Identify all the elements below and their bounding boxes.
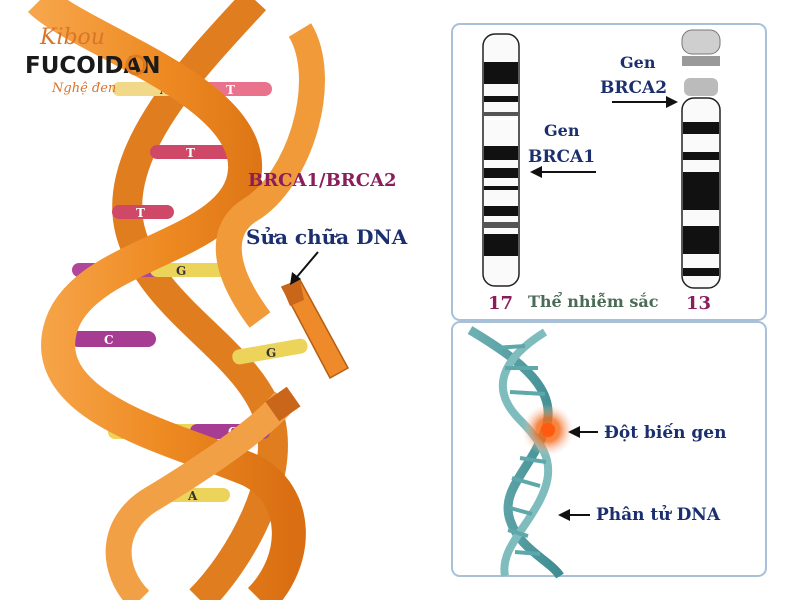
molecule-arrow	[558, 509, 590, 521]
base-label: A	[187, 489, 198, 503]
chromosome-17	[482, 33, 520, 287]
chromosome-17-number: 17	[488, 293, 513, 314]
repair-arrow	[290, 251, 319, 285]
brca-label: BRCA1/BRCA2	[248, 170, 397, 191]
brca2-label: BRCA2	[600, 78, 667, 98]
dna-molecule-label: Phân tử DNA	[596, 505, 721, 525]
dna-strand-upper	[215, 23, 325, 328]
base-pair-2: T	[150, 145, 238, 160]
strand-cut-end	[265, 386, 301, 422]
base-pair-5: C	[70, 331, 156, 347]
chromosome-13	[681, 29, 721, 289]
repair-label: Sửa chữa DNA	[246, 225, 408, 249]
logo: Kibou FUCOIDAN Nghệ đen	[25, 25, 161, 96]
mutation-arrow	[568, 426, 598, 438]
logo-tagline: Nghệ đen	[51, 81, 116, 96]
dna-helix: A T T T C G C	[27, 0, 350, 600]
brca1-arrow	[530, 166, 596, 178]
chromosome-13-number: 13	[686, 293, 711, 314]
base-label: G	[176, 264, 186, 278]
brca2-arrow	[612, 96, 678, 108]
dna-strand-back	[112, 0, 288, 600]
chromosome-panel: Gen BRCA1 Gen BRCA2 17 Thể nhiễm sắc 13	[451, 23, 767, 321]
base-label: C	[104, 333, 114, 347]
gene-label-brca1: Gen	[544, 121, 580, 140]
ribbon-icon	[125, 54, 147, 76]
base-label: T	[226, 83, 235, 97]
mutation-panel: Đột biến gen Phân tử DNA	[451, 321, 767, 579]
dna-strand-lower	[105, 391, 295, 600]
base-pair-3: T	[112, 205, 174, 220]
logo-script: Kibou	[39, 25, 105, 50]
mutation-label: Đột biến gen	[604, 423, 726, 443]
brca1-label: BRCA1	[528, 147, 595, 167]
gene-label-brca2: Gen	[620, 53, 656, 72]
mutation-spot	[522, 404, 574, 456]
dna-strand-front	[27, 0, 306, 600]
base-label: G	[266, 346, 276, 360]
chromosome-caption: Thể nhiễm sắc	[528, 290, 659, 311]
base-label: T	[186, 146, 195, 160]
base-label: T	[136, 206, 145, 220]
panel-frame	[451, 321, 767, 577]
